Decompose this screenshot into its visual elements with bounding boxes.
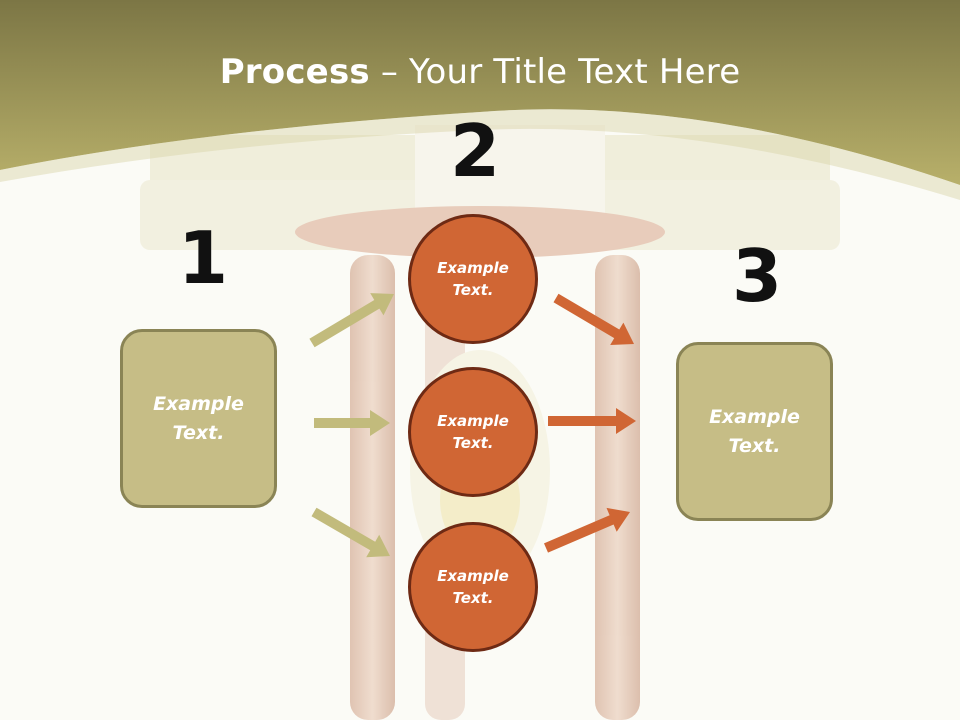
arrow-from-top-circle	[553, 293, 634, 345]
step-3-box: Example Text.	[676, 342, 833, 521]
step-number-3: 3	[732, 234, 783, 318]
circle-top-text: Example Text.	[437, 258, 509, 300]
step-2-circle-top: Example Text.	[408, 214, 538, 344]
slide-title: Process – Your Title Text Here	[0, 52, 960, 92]
right-arrows	[544, 293, 636, 553]
left-arrows	[309, 293, 394, 558]
step-1-box: Example Text.	[120, 329, 277, 508]
step-2-circle-bottom: Example Text.	[408, 522, 538, 652]
arrow-from-middle-circle	[548, 408, 636, 434]
title-bold: Process	[219, 52, 370, 92]
circle-bottom-text: Example Text.	[437, 566, 509, 608]
step-2-circle-middle: Example Text.	[408, 367, 538, 497]
step-3-text: Example Text.	[709, 406, 800, 457]
title-rest: – Your Title Text Here	[369, 52, 741, 92]
arrow-from-bottom-circle	[544, 507, 630, 553]
arrow-to-middle-circle	[314, 410, 390, 436]
step-number-1: 1	[178, 216, 229, 300]
arrow-to-top-circle	[309, 293, 394, 348]
step-1-text: Example Text.	[153, 393, 244, 444]
arrow-to-bottom-circle	[311, 507, 390, 558]
step-number-2: 2	[450, 109, 501, 193]
circle-middle-text: Example Text.	[437, 411, 509, 453]
